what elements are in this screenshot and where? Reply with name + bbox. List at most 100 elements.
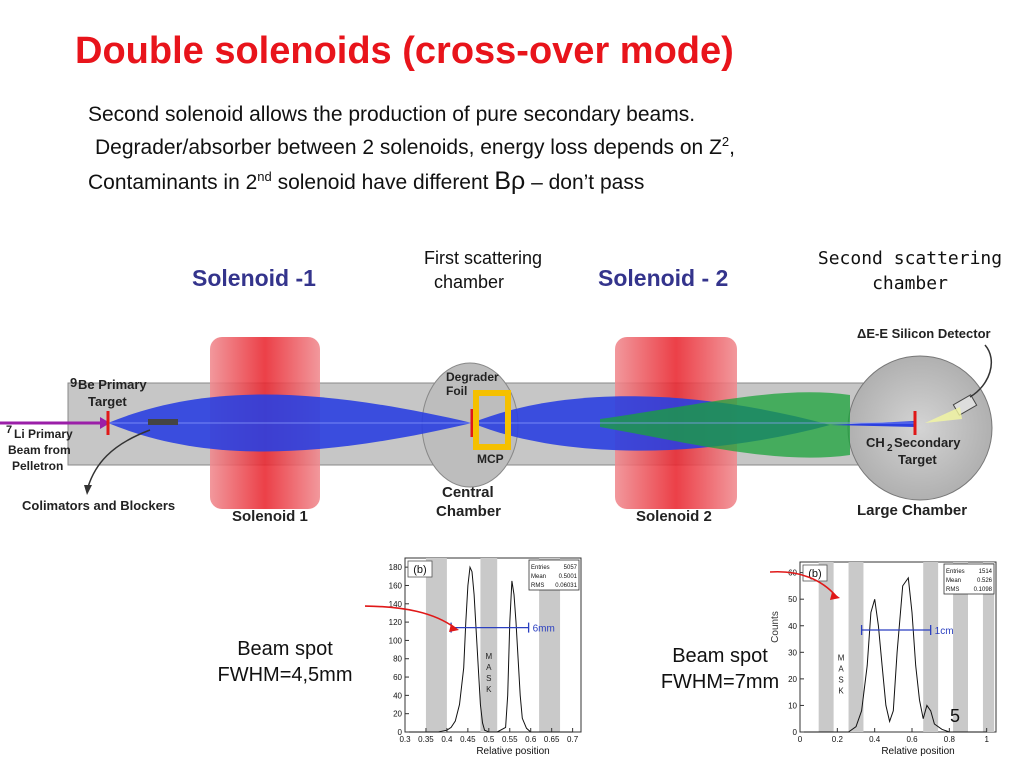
x-tick-label: 0.2 [832,735,844,744]
stats-key: RMS [531,583,544,589]
large-chamber [847,355,993,501]
mask-letter: K [486,685,492,694]
detector-label: ΔE-E Silicon Detector [857,326,991,341]
large-chamber-label: Large Chamber [857,502,967,519]
line-3-c: – don’t pass [525,171,645,194]
y-tick-label: 60 [393,673,402,682]
y-tick-label: 0 [793,728,798,737]
stats-value: 0.06031 [555,583,577,589]
y-tick-label: 120 [389,618,403,627]
line-3-sup: nd [257,169,272,184]
stats-value: 0.526 [977,578,993,584]
beam-spot-left-1: Beam spot [237,638,333,660]
stats-value: 1514 [979,569,993,575]
page-number: 5 [950,706,961,726]
beam-spot-right: Beam spot FWHM=7mm [650,643,790,695]
collimator-arrow [84,485,92,495]
y-tick-label: 40 [788,622,797,631]
y-tick-label: 80 [393,655,402,664]
histogram-series [405,565,573,733]
be-line-2: Target [88,394,127,409]
mcp-label: MCP [477,452,504,466]
collimator-block [148,419,178,425]
y-tick-label: 30 [788,648,797,657]
second-chamber-line-2: chamber [872,273,948,294]
mask-letter: M [485,652,492,661]
y-tick-label: 40 [393,691,402,700]
beam-spot-right-1: Beam spot [672,645,768,667]
mask-letter: S [838,676,843,685]
x-axis-label: Relative position [476,746,549,757]
stats-key: Mean [531,574,546,580]
degrader-line-1: Degrader [446,370,499,384]
line-2-comma: , [729,136,735,159]
solenoid-1-tag: Solenoid 1 [232,508,308,525]
first-chamber-line-1: First scattering [423,248,543,268]
central-line-1: Central [442,484,494,501]
x-tick-label: 0.4 [869,735,881,744]
line-3-b: solenoid have different [271,171,495,194]
line-2-sup: 2 [721,134,730,149]
beam-spot-left-2: FWHM=4,5mm [217,664,353,686]
li-line-1: Li Primary [14,427,73,441]
mask-letter: K [838,687,844,696]
x-tick-label: 1 [984,735,989,744]
shaded-band [953,562,968,732]
collimators-label: Colimators and Blockers [22,498,175,513]
red-pointer [365,605,456,629]
stats-key: Entries [531,565,550,571]
panel-tag: (b) [808,568,821,580]
detector-glow [925,407,962,423]
collimator-pointer [87,429,151,488]
second-chamber-line-1: Second scattering [817,248,1003,269]
central-line-2: Chamber [436,503,501,520]
shaded-band [848,562,864,732]
stats-box [943,563,995,595]
primary-beam-arrow [100,417,110,429]
mask-letter: S [486,674,491,683]
shaded-band [982,562,995,732]
ch2-a: CH [866,435,885,450]
mcp-frame [473,390,511,450]
panel-tag: (b) [413,564,426,576]
line-1-text: Second solenoid allows the production of… [88,103,696,126]
solenoid-2-label: Solenoid - 2 [598,265,729,291]
mask-letter: M [838,654,845,663]
x-tick-label: 0.45 [460,735,476,744]
y-tick-label: 10 [788,701,797,710]
x-tick-label: 0.65 [544,735,560,744]
bullet-line-1: Second solenoid allows the production of… [88,103,695,127]
x-tick-label: 0.5 [483,735,495,744]
stats-key: RMS [946,587,959,593]
panel-tag-box [407,560,433,578]
shaded-band [480,558,498,732]
y-tick-label: 0 [398,728,403,737]
ch2-sub: 2 [887,443,893,454]
line-2-text: Degrader/absorber between 2 solenoids, e… [95,136,722,159]
y-tick-label: 20 [393,710,402,719]
mask-letter: A [486,663,492,672]
li-line-2: Beam from [8,443,71,457]
ch2-target: Target [898,452,937,467]
degrader-line-2: Foil [446,384,467,398]
x-tick-label: 0.6 [906,735,918,744]
solenoid-1-label: Solenoid -1 [192,265,316,291]
li-sup: 7 [6,424,12,436]
y-tick-label: 160 [389,581,403,590]
y-tick-label: 50 [788,595,797,604]
stats-key: Entries [946,569,965,575]
red-pointer-arrow [449,624,459,632]
width-label: 6mm [533,624,555,635]
x-tick-label: 0.8 [944,735,956,744]
double-solenoid-diagram: 9 Be Primary Target 7 Li Primary Beam fr… [0,326,993,525]
stats-key: Mean [946,578,961,584]
line-3-a: Contaminants in 2 [88,171,258,194]
be-line-1: Be Primary [78,377,147,392]
li-line-3: Pelletron [12,459,63,473]
bullet-line-2: Degrader/absorber between 2 solenoids, e… [95,134,735,160]
x-axis-label: Relative position [881,746,954,757]
x-tick-label: 0.35 [418,735,434,744]
be-sup: 9 [70,375,77,390]
